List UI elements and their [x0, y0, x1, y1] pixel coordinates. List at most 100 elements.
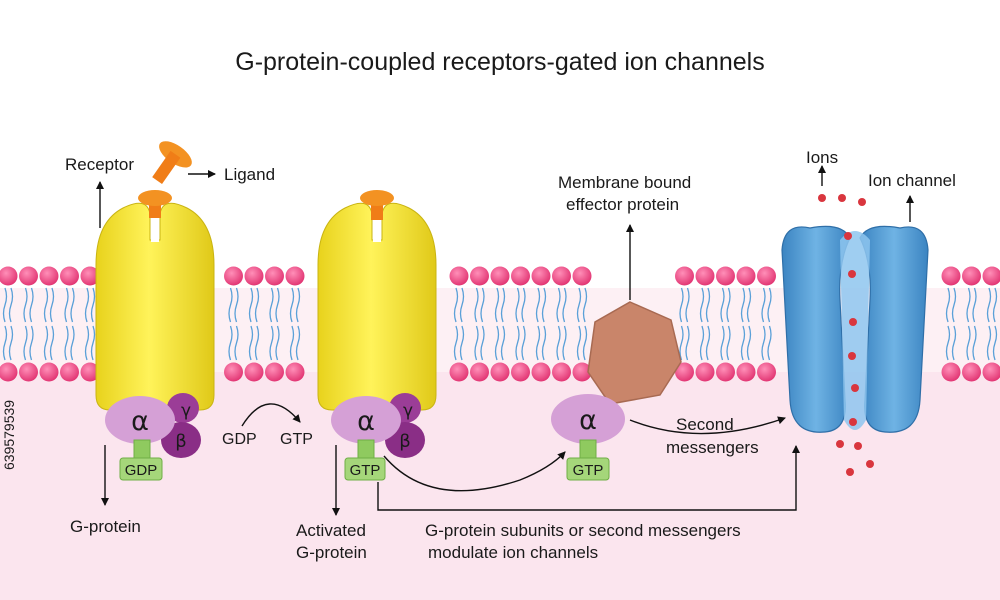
lipid-tail [966, 287, 971, 323]
lipid-tail [515, 287, 520, 323]
lipid-tail [90, 325, 96, 361]
lipid-tail [685, 325, 690, 361]
g-protein-label: G-protein [70, 517, 141, 536]
lipid-head [19, 362, 38, 382]
lipid-tail [582, 325, 588, 361]
receptor-binding-pocket [151, 212, 159, 242]
lipid-tail [269, 287, 274, 323]
lipid-tail [64, 287, 69, 323]
lipid-head [80, 362, 100, 382]
lipid-head [675, 266, 694, 286]
lipid-head [80, 266, 100, 286]
lipid-tail [474, 287, 479, 323]
ion [854, 442, 862, 450]
receptor-1-ligand-site [138, 190, 172, 218]
lipid-tail [541, 287, 547, 323]
gamma-label: γ [403, 401, 413, 421]
lipid-head [265, 362, 284, 382]
lipid-tail [521, 287, 526, 323]
lipid-tail [767, 325, 772, 361]
effector-protein [587, 301, 682, 405]
alpha-release-arrow [383, 451, 566, 492]
watermark-id: 639579539 [1, 400, 17, 470]
lipid-tail [515, 325, 520, 361]
modulate-label-1: G-protein subunits or second messengers [425, 521, 741, 540]
modulation-arrow [377, 445, 800, 511]
lipid-tail [705, 325, 711, 361]
gtp-box [566, 457, 610, 481]
alpha-label: α [131, 406, 149, 437]
lipid-heads [0, 266, 1000, 382]
lipid-head [285, 362, 305, 382]
lipid-tail [500, 287, 506, 323]
lipid-tail [70, 287, 75, 323]
gdp-box [119, 457, 163, 481]
lipid-tail [23, 287, 28, 323]
lipid-tail [679, 287, 684, 323]
lipid-tail [494, 287, 500, 323]
second-messengers-label-1: Second [676, 415, 734, 434]
lipid-head [531, 362, 551, 382]
lipid-tail [541, 325, 547, 361]
lipid-tail [966, 325, 971, 361]
lipid-tail [459, 287, 465, 323]
ion [849, 318, 857, 326]
lipid-tail [521, 325, 526, 361]
lipid-tail [562, 325, 567, 361]
lipid-tail [2, 287, 8, 323]
ion-channel-label: Ion channel [868, 171, 956, 190]
ion [836, 440, 844, 448]
lipid-tail [951, 287, 957, 323]
ligand-label: Ligand [224, 165, 275, 184]
lipid-head [0, 362, 18, 382]
channel-subunit-left [781, 225, 851, 433]
lipid-head [982, 266, 1000, 286]
exchange-gtp-label: GTP [280, 431, 313, 448]
lipid-tail [740, 325, 746, 361]
ions [818, 194, 874, 476]
channel-pore [840, 231, 870, 430]
lipid-tail [49, 325, 55, 361]
lipid-tail [90, 287, 96, 323]
lipid-head [552, 266, 571, 286]
gtp-stem [357, 439, 375, 461]
lipid-tails [2, 287, 998, 361]
lipid-head [490, 362, 510, 382]
alpha-subunit [105, 396, 175, 444]
lipid-tail [562, 287, 567, 323]
alpha-subunit [551, 394, 625, 444]
beta-label: β [399, 431, 411, 452]
lipid-tail [289, 325, 295, 361]
lipid-head [39, 266, 59, 286]
lipid-tail [685, 287, 690, 323]
lipid-head [449, 266, 469, 286]
lipid-head [736, 362, 756, 382]
lipid-head [757, 362, 776, 382]
lipid-tail [951, 325, 957, 361]
lipid-tail [720, 287, 725, 323]
second-messengers-label-2: messengers [666, 438, 759, 457]
ion [838, 194, 846, 202]
lipid-tail [679, 325, 684, 361]
lipid-head [716, 266, 735, 286]
lipid-head [265, 266, 284, 286]
lipid-tail [556, 287, 561, 323]
lipid-head [695, 362, 715, 382]
gamma-subunit [167, 393, 199, 423]
lipid-tail [43, 287, 49, 323]
gdp-stem [133, 439, 151, 461]
lipid-tail [29, 325, 34, 361]
lipid-tail [234, 325, 239, 361]
lipid-tail [945, 325, 951, 361]
lipid-head [736, 266, 756, 286]
lipid-head [962, 266, 981, 286]
lipid-head [716, 362, 735, 382]
lipid-tail [726, 325, 731, 361]
lipid-tail [29, 287, 34, 323]
lipid-tail [945, 287, 951, 323]
lipid-head [39, 362, 59, 382]
lipid-tail [986, 325, 992, 361]
lipid-tail [8, 287, 14, 323]
lipid-tail [295, 287, 301, 323]
